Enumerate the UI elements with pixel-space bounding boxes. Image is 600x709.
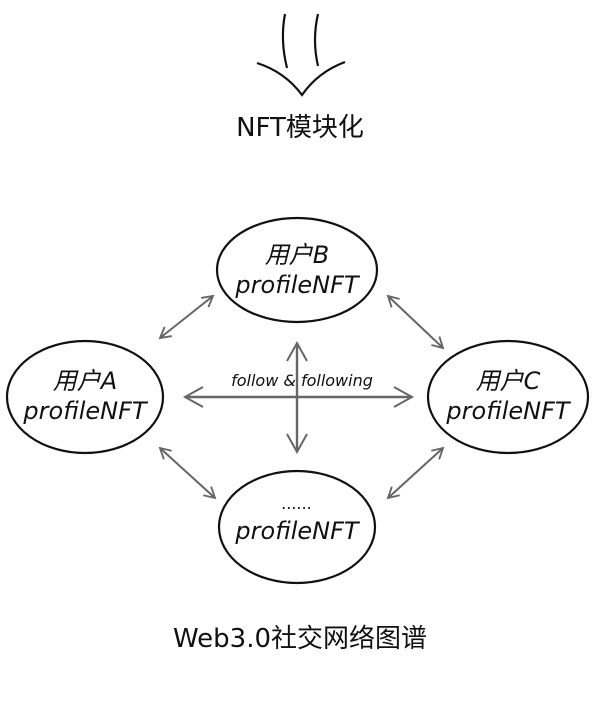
arrow-a-d [158, 446, 217, 500]
node-d-ellipse [217, 469, 377, 585]
top-label: NFT模块化 [236, 113, 364, 143]
node-d: ...... profileNFT [235, 492, 358, 546]
relation-label: follow & following [231, 371, 373, 390]
node-b-type: profileNFT [235, 271, 359, 299]
down-arrow-icon [256, 13, 346, 97]
node-c-name: 用户C [475, 367, 541, 395]
arrow-b-c [386, 294, 445, 350]
node-c-type: profileNFT [446, 397, 570, 425]
node-d-type: profileNFT [235, 517, 359, 545]
arrow-a-b [158, 294, 215, 340]
node-c-ellipse [426, 339, 590, 455]
node-d-name: ...... [281, 494, 313, 513]
node-c: 用户C profileNFT [446, 366, 569, 426]
node-a-ellipse [5, 339, 165, 455]
node-a: 用户A profileNFT [23, 366, 146, 426]
node-a-type: profileNFT [23, 397, 147, 425]
node-a-name: 用户A [52, 367, 118, 395]
node-b-ellipse [215, 216, 379, 324]
node-b-name: 用户B [264, 241, 330, 269]
arrow-c-d [386, 446, 445, 500]
node-b: 用户B profileNFT [235, 240, 358, 300]
caption: Web3.0社交网络图谱 [172, 624, 428, 654]
